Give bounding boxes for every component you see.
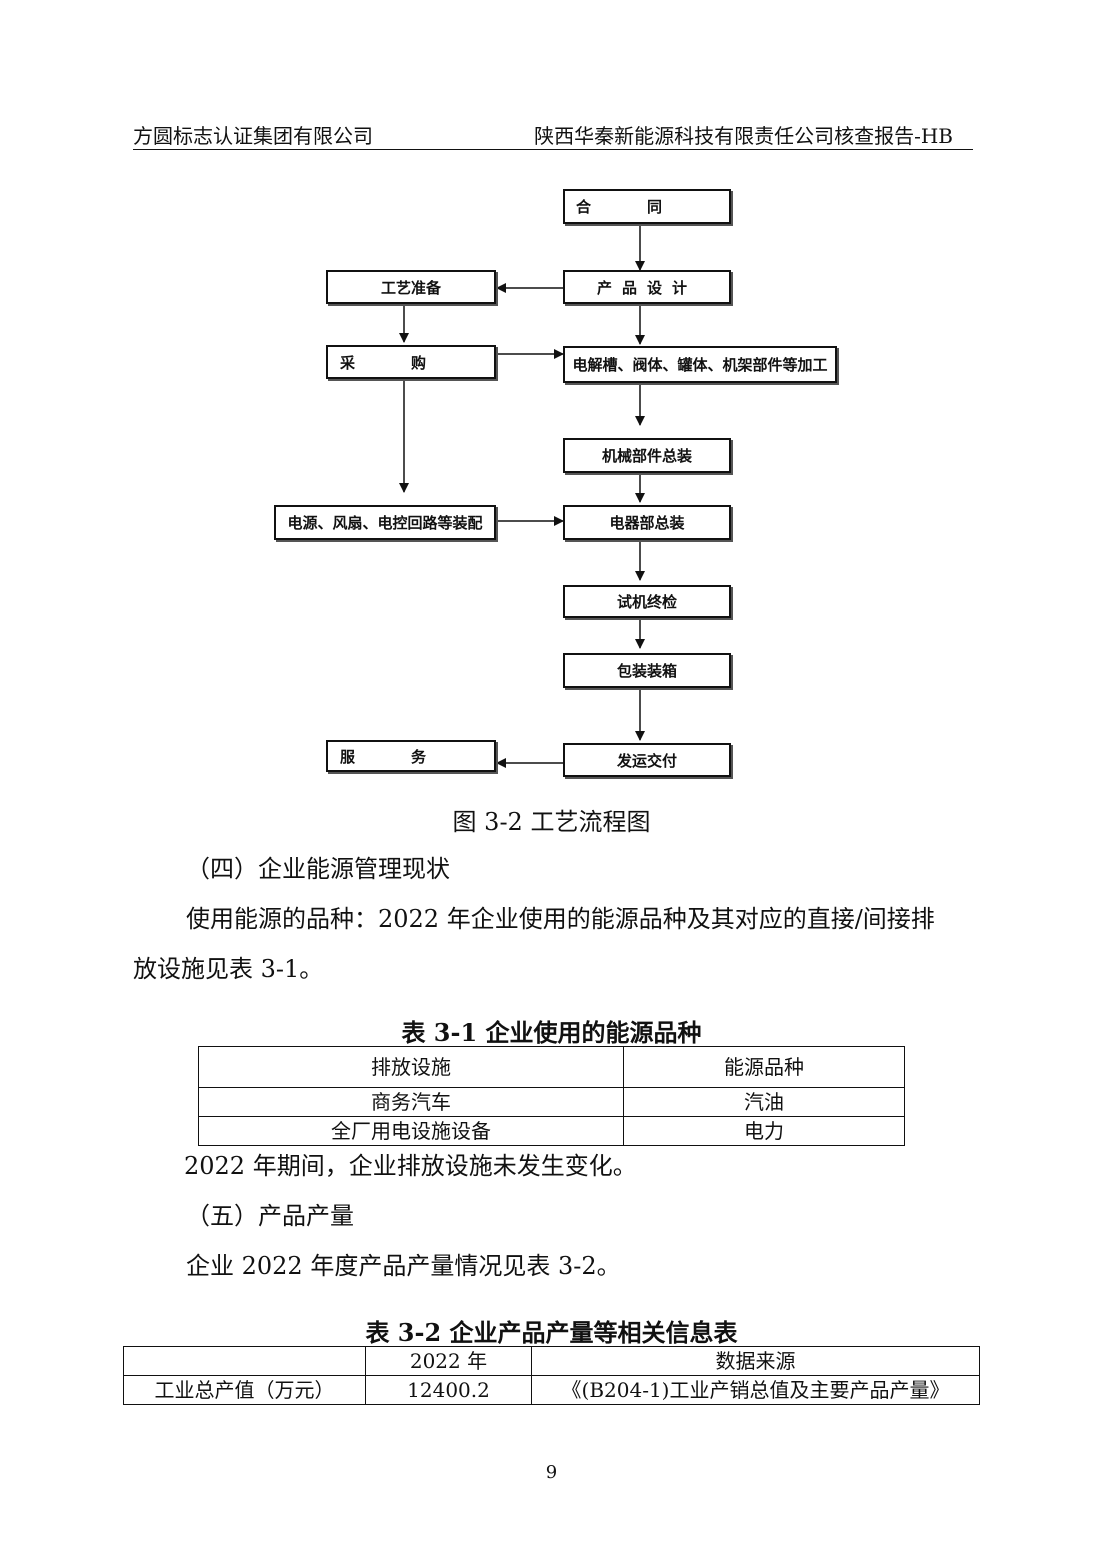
table1-header-row: 排放设施 能源品种	[198, 1046, 905, 1088]
table2-title: 表 3-2 企业产品产量等相关信息表	[365, 1318, 738, 1347]
figure-caption: 图 3-2 工艺流程图	[452, 808, 651, 836]
table-row: 商务汽车 汽油	[198, 1087, 905, 1117]
table-row: 工业总产值（万元） 12400.2 《(B204-1)工业产销总值及主要产品产量…	[123, 1375, 980, 1405]
table-row: 全厂用电设施设备 电力	[198, 1116, 905, 1146]
table1-header-cell: 能源品种	[623, 1046, 905, 1088]
table1-cell: 电力	[623, 1116, 905, 1146]
table1-cell: 商务汽车	[198, 1087, 624, 1117]
after-table1-text: 2022 年期间，企业排放设施未发生变化。	[184, 1152, 637, 1180]
table1-title: 表 3-1 企业使用的能源品种	[401, 1018, 702, 1047]
table2-header-cell	[123, 1346, 366, 1376]
table2-cell: 工业总产值（万元）	[123, 1375, 366, 1405]
header-company-left: 方圆标志认证集团有限公司	[133, 124, 373, 148]
table1-header-cell: 排放设施	[198, 1046, 624, 1088]
table2-header-cell: 2022 年	[365, 1346, 532, 1376]
table2-header-cell: 数据来源	[531, 1346, 980, 1376]
section4-heading: （四）企业能源管理现状	[186, 855, 450, 883]
header-report-title: 陕西华秦新能源科技有限责任公司核查报告-HB	[534, 124, 953, 148]
flow-box-mech-assembly: 机械部件总装	[563, 438, 731, 473]
table2: 2022 年 数据来源 工业总产值（万元） 12400.2 《(B204-1)工…	[123, 1346, 980, 1405]
table2-cell: 《(B204-1)工业产销总值及主要产品产量》	[531, 1375, 980, 1405]
flow-box-service: 服务	[326, 740, 496, 772]
process-flowchart: 合同 产品设计 工艺准备 采购 电解槽、阀体、罐体、机架部件等加工 机械部件总装…	[274, 189, 837, 777]
flow-box-packing: 包装装箱	[563, 653, 731, 688]
flow-box-process-prep: 工艺准备	[326, 270, 496, 304]
flow-box-trial-inspection: 试机终检	[563, 585, 731, 618]
page-number: 9	[545, 1462, 558, 1483]
table1: 排放设施 能源品种 商务汽车 汽油 全厂用电设施设备 电力	[198, 1046, 905, 1146]
flow-box-product-design: 产品设计	[563, 270, 731, 304]
table2-cell: 12400.2	[365, 1375, 532, 1405]
flow-box-power-fan: 电源、风扇、电控回路等装配	[274, 505, 496, 540]
flow-box-electrical-assembly: 电器部总装	[563, 505, 731, 540]
flow-box-machining: 电解槽、阀体、罐体、机架部件等加工	[563, 346, 837, 383]
header-rule	[133, 149, 973, 150]
section5-heading: （五）产品产量	[186, 1202, 354, 1230]
table1-cell: 全厂用电设施设备	[198, 1116, 624, 1146]
section5-para: 企业 2022 年度产品产量情况见表 3-2。	[186, 1252, 621, 1280]
flow-box-contract: 合同	[563, 189, 731, 224]
section4-para-line1: 使用能源的品种：2022 年企业使用的能源品种及其对应的直接/间接排	[186, 905, 935, 933]
flowchart-arrows	[399, 224, 645, 768]
flow-box-purchase: 采购	[326, 345, 496, 379]
table2-header-row: 2022 年 数据来源	[123, 1346, 980, 1376]
flow-box-shipping: 发运交付	[563, 743, 731, 777]
table1-cell: 汽油	[623, 1087, 905, 1117]
section4-para-line2: 放设施见表 3-1。	[133, 955, 324, 983]
